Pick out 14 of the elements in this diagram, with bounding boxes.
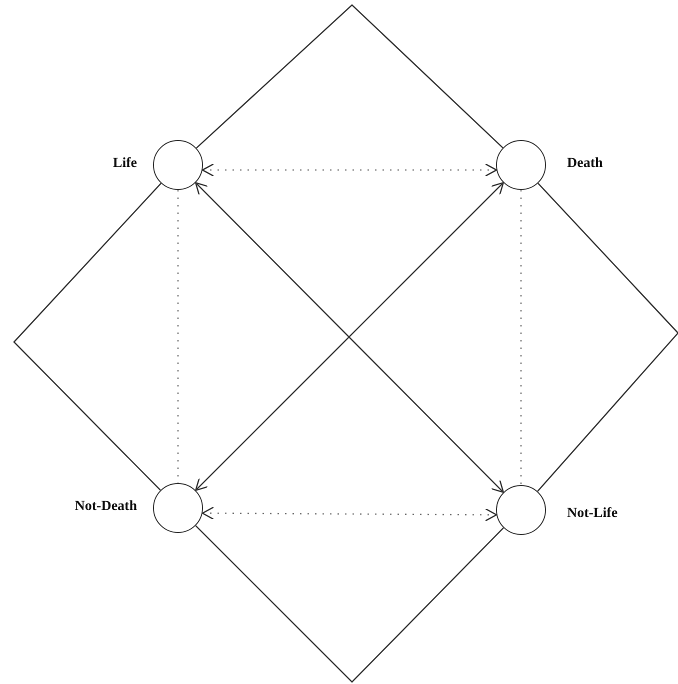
node-label: Not-Death xyxy=(74,499,137,515)
node-label: Life xyxy=(112,156,137,172)
node-label: Death xyxy=(567,156,603,172)
dotted-arrow xyxy=(202,506,498,522)
connector-line xyxy=(196,4,504,149)
connector-line xyxy=(13,182,162,491)
connector-line xyxy=(537,182,678,492)
node-label: Not-Life xyxy=(567,506,618,522)
circle-node xyxy=(496,485,546,535)
dotted-arrow xyxy=(202,163,498,177)
circle-node xyxy=(496,140,546,190)
circle-node xyxy=(153,140,203,190)
connector-line xyxy=(195,525,504,683)
circle-node xyxy=(153,483,203,533)
